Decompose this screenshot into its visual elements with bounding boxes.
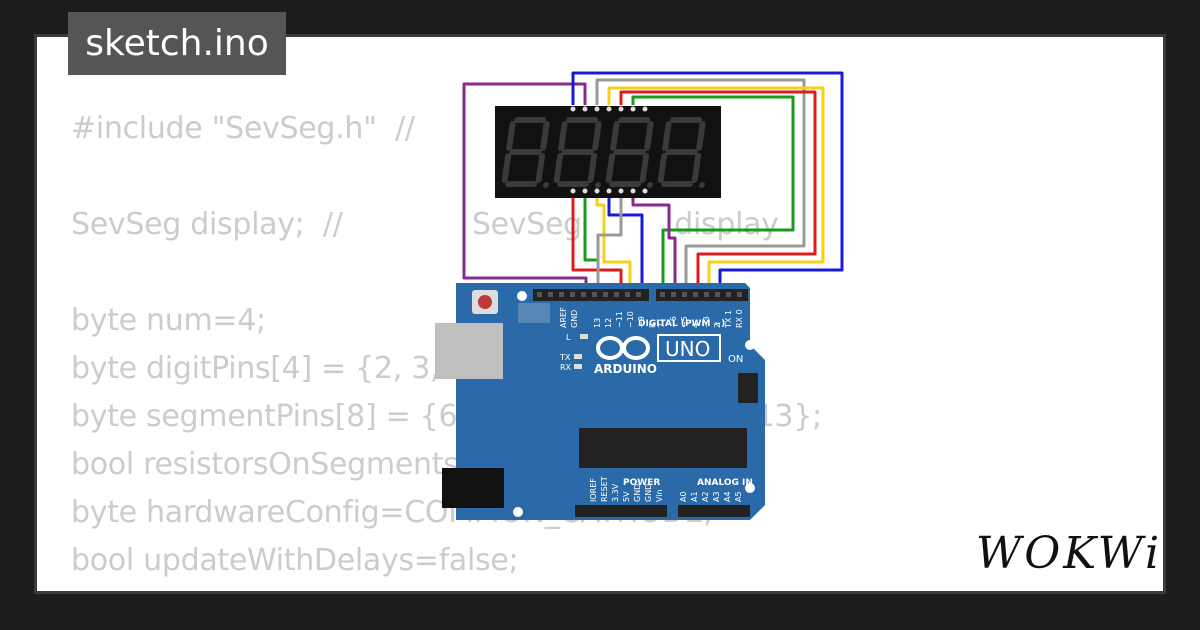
pin-label: A0 <box>679 491 688 502</box>
pin-label: 2 <box>713 323 722 328</box>
power-header <box>575 505 667 517</box>
pin-label: TX 1 <box>724 310 733 329</box>
pin-label: 4 <box>691 323 700 328</box>
pin-label: ~11 <box>615 311 624 328</box>
icsp-header <box>738 373 758 403</box>
code-line: byte num=4; <box>71 303 266 338</box>
pin-label: ~9 <box>637 316 646 328</box>
led-label: RX <box>560 363 572 372</box>
pin-label: GND <box>570 310 579 328</box>
pin-label: A4 <box>723 491 732 502</box>
pin-label: 5V <box>622 491 631 502</box>
wire-yellow-top <box>607 86 825 295</box>
pin-label: RX 0 <box>735 309 744 328</box>
pin-label: 8 <box>648 323 657 328</box>
code-line: SevSeg display; // SevSeg display <box>71 207 779 242</box>
led-label: TX <box>559 353 571 362</box>
pin-label: Vin <box>655 489 664 502</box>
led-label: L <box>566 333 571 342</box>
digit-3 <box>605 117 654 188</box>
pin-label: 7 <box>657 323 666 328</box>
digital-header-right <box>656 289 748 301</box>
arduino-infinity-icon <box>596 336 650 360</box>
pin-label: A1 <box>690 491 699 502</box>
uno-frame <box>657 334 721 362</box>
digit-4 <box>657 117 706 188</box>
pin-label: GND <box>644 484 653 502</box>
uno-label: UNO <box>665 337 710 361</box>
code-line: #include "SevSeg.h" // <box>71 111 415 146</box>
pin-label: A2 <box>701 491 710 502</box>
pin-label: 3.3V <box>611 483 620 502</box>
pin-label: ~6 <box>669 316 678 328</box>
code-line: bool updateWithDelays=false; <box>71 543 519 578</box>
wokwi-logo: WOKWi <box>976 528 1163 579</box>
wire-green-top <box>631 95 795 295</box>
wire-purple-top <box>462 82 588 295</box>
wire-red-top <box>619 90 817 295</box>
sketch-title-badge[interactable]: sketch.ino <box>68 12 286 75</box>
digit-1 <box>501 117 550 188</box>
arduino-label: ARDUINO <box>594 362 657 376</box>
wire-blue-top <box>571 71 844 295</box>
microcontroller-chip <box>579 428 747 468</box>
wire-blue-bottom <box>607 192 644 295</box>
digit-2 <box>553 117 602 188</box>
pin-label: GND <box>633 484 642 502</box>
pin-label: A3 <box>712 491 721 502</box>
on-label: ON <box>728 354 743 365</box>
seven-segment-display[interactable] <box>495 106 721 198</box>
wire-purple-bottom <box>631 192 677 295</box>
pin-label: 13 <box>593 318 602 328</box>
pin-label: ~3 <box>702 316 711 328</box>
pin-label: 12 <box>604 318 613 328</box>
power-label: POWER <box>623 478 660 488</box>
pin-label: ~10 <box>626 311 635 328</box>
pin-label: A5 <box>734 491 743 502</box>
analog-label: ANALOG IN <box>697 478 753 488</box>
analog-header <box>678 505 750 517</box>
wire-yellow-bottom <box>595 192 632 295</box>
power-jack <box>442 468 504 508</box>
pin-label: RESET <box>600 476 609 502</box>
usb-port <box>435 323 503 379</box>
pin-label: ~5 <box>680 316 689 328</box>
arduino-uno-board[interactable]: UNO ARDUINO ON DIGITAL (PWM ~) POWER ANA… <box>435 283 765 520</box>
digital-label: DIGITAL (PWM ~) <box>638 319 725 329</box>
pin-label: AREF <box>559 307 568 328</box>
pin-label: IOREF <box>589 478 598 502</box>
wire-gray-top <box>595 78 806 295</box>
